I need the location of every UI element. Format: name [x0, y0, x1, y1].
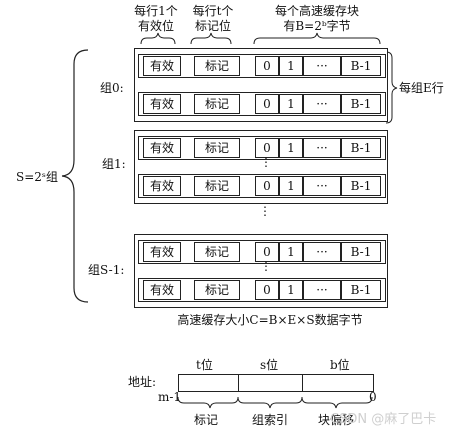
cache-size-caption: 高速缓存大小C=B×E×S数据字节	[177, 313, 363, 327]
tag-field: 标记	[194, 94, 240, 114]
byte-ellipsis: ···	[303, 138, 341, 158]
cache-line: 有效 标记 0 1 ··· B-1	[138, 174, 386, 198]
byte-0: 0	[255, 94, 279, 114]
byte-ellipsis: ···	[303, 94, 341, 114]
cache-line: 有效 标记 0 1 ··· B-1	[138, 278, 386, 302]
byte-0: 0	[255, 56, 279, 76]
byte-0: 0	[255, 242, 279, 262]
valid-bit: 有效	[143, 176, 181, 196]
address-set-index-segment	[238, 374, 303, 392]
byte-last: B-1	[341, 56, 381, 76]
address-name-offset: 块偏移	[318, 413, 355, 427]
line-ellipsis: ⋮	[260, 259, 272, 273]
set-label-0: 组0:	[100, 81, 124, 95]
byte-ellipsis: ···	[303, 242, 341, 262]
set-label-1: 组1:	[102, 157, 126, 171]
cache-set-last: 有效 标记 0 1 ··· B-1 ⋮ 有效 标记 0 1 ··· B-1	[134, 234, 388, 308]
valid-bit: 有效	[143, 56, 181, 76]
set-count-label: S=2ˢ组	[16, 170, 58, 184]
tag-field: 标记	[194, 280, 240, 300]
byte-1: 1	[279, 56, 303, 76]
valid-bit: 有效	[143, 242, 181, 262]
cache-set-0: 有效 标记 0 1 ··· B-1 有效 标记 0 1 ··· B-1	[134, 48, 388, 122]
byte-ellipsis: ···	[303, 56, 341, 76]
byte-0: 0	[255, 138, 279, 158]
tag-field: 标记	[194, 242, 240, 262]
address-msb: m-1	[158, 390, 182, 404]
address-label: 地址:	[128, 375, 157, 389]
header-tag-line2: 标记位	[194, 19, 231, 33]
address-offset-segment	[302, 374, 374, 392]
cache-line: 有效 标记 0 1 ··· B-1	[138, 240, 386, 264]
byte-1: 1	[279, 94, 303, 114]
address-tag-segment	[178, 374, 239, 392]
set-ellipsis: ⋮	[259, 204, 271, 218]
cache-line: 有效 标记 0 1 ··· B-1	[138, 92, 386, 116]
byte-last: B-1	[341, 138, 381, 158]
set-label-last: 组S-1:	[88, 263, 125, 277]
byte-0: 0	[255, 280, 279, 300]
header-tag-line1: 每行t个	[192, 4, 234, 18]
cache-line: 有效 标记 0 1 ··· B-1	[138, 136, 386, 160]
watermark: CSDN @麻了巴卡	[330, 412, 437, 427]
address-name-set-index: 组索引	[252, 413, 289, 427]
address-field-s: s位	[260, 358, 279, 372]
valid-bit: 有效	[143, 94, 181, 114]
byte-1: 1	[279, 242, 303, 262]
byte-last: B-1	[341, 94, 381, 114]
byte-0: 0	[255, 176, 279, 196]
header-valid-line2: 有效位	[137, 19, 174, 33]
tag-field: 标记	[194, 56, 240, 76]
header-block-line2: 有B=2ᵇ字节	[283, 19, 351, 33]
byte-last: B-1	[341, 176, 381, 196]
byte-1: 1	[279, 138, 303, 158]
cache-line: 有效 标记 0 1 ··· B-1	[138, 54, 386, 78]
byte-1: 1	[279, 176, 303, 196]
header-valid-line1: 每行1个	[134, 4, 178, 18]
byte-ellipsis: ···	[303, 280, 341, 300]
valid-bit: 有效	[143, 138, 181, 158]
header-block-line1: 每个高速缓存块	[274, 4, 359, 18]
lines-per-set-label: 每组E行	[399, 81, 444, 95]
valid-bit: 有效	[143, 280, 181, 300]
byte-last: B-1	[341, 242, 381, 262]
address-field-t: t位	[196, 358, 213, 372]
address-field-b: b位	[330, 358, 350, 372]
byte-last: B-1	[341, 280, 381, 300]
tag-field: 标记	[194, 138, 240, 158]
address-name-tag: 标记	[194, 413, 219, 427]
byte-ellipsis: ···	[303, 176, 341, 196]
byte-1: 1	[279, 280, 303, 300]
address-lsb: 0	[369, 390, 377, 404]
line-ellipsis: ⋮	[260, 155, 272, 169]
cache-set-1: 有效 标记 0 1 ··· B-1 ⋮ 有效 标记 0 1 ··· B-1	[134, 130, 388, 204]
tag-field: 标记	[194, 176, 240, 196]
